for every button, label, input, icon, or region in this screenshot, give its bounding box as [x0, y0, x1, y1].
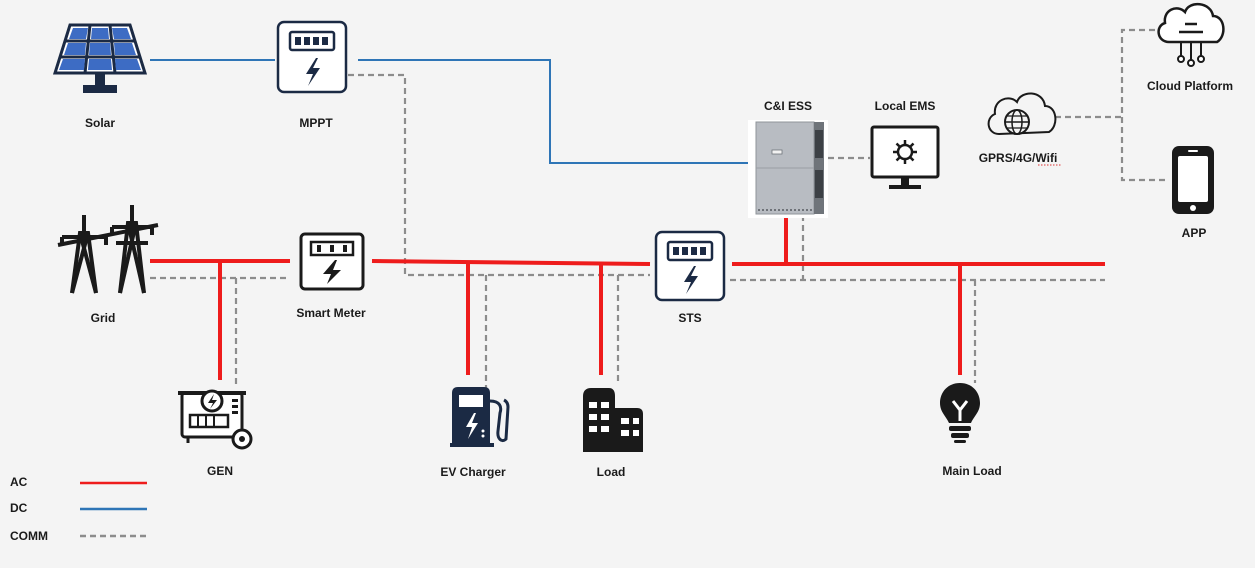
- sts-switch-icon: [654, 230, 726, 302]
- smart-meter-icon: [299, 232, 365, 291]
- grid-label: Grid: [91, 311, 116, 325]
- dc-connections: [150, 59, 752, 164]
- mppt-comm-line: [348, 73, 650, 277]
- ac-connections: [150, 215, 1105, 380]
- monitor-gear-icon: [870, 125, 940, 189]
- legend-comm-label: COMM: [10, 529, 48, 543]
- lightbulb-icon: [940, 383, 980, 443]
- legend: AC DC COMM: [10, 475, 147, 543]
- legend-dc-label: DC: [10, 501, 28, 515]
- solar-panel-icon: [52, 23, 148, 93]
- cloud-platform-label: Cloud Platform: [1147, 79, 1233, 93]
- gen-label: GEN: [207, 464, 233, 478]
- mppt-to-ess-dc-line: [358, 59, 752, 164]
- smart-meter-label: Smart Meter: [296, 306, 366, 320]
- mppt-label: MPPT: [299, 116, 333, 130]
- cloud-network-icon: [1157, 3, 1225, 67]
- legend-ac-label: AC: [10, 475, 28, 489]
- building-icon: [583, 388, 643, 452]
- transmission-tower-icon: [57, 205, 159, 294]
- battery-cabinet-icon: [748, 120, 828, 218]
- meter-sts-ac-line: [371, 259, 651, 266]
- load-label: Load: [597, 465, 626, 479]
- ev-charger-label: EV Charger: [440, 465, 506, 479]
- generator-icon: [178, 389, 253, 450]
- ev-charger-icon: [450, 387, 510, 447]
- cloud-app-comm-line: [1120, 28, 1165, 182]
- gprs-label: GPRS/4G/Wifi: [979, 151, 1058, 165]
- cloud-globe-icon: [987, 92, 1057, 136]
- main-load-label: Main Load: [942, 464, 1001, 478]
- ems-label: Local EMS: [875, 99, 936, 113]
- sts-label: STS: [678, 311, 701, 325]
- smartphone-icon: [1172, 146, 1214, 214]
- mppt-device-icon: [276, 20, 348, 94]
- ess-label: C&I ESS: [764, 99, 812, 113]
- solar-label: Solar: [85, 116, 115, 130]
- comm-connections: [150, 28, 1165, 388]
- app-label: APP: [1182, 226, 1207, 240]
